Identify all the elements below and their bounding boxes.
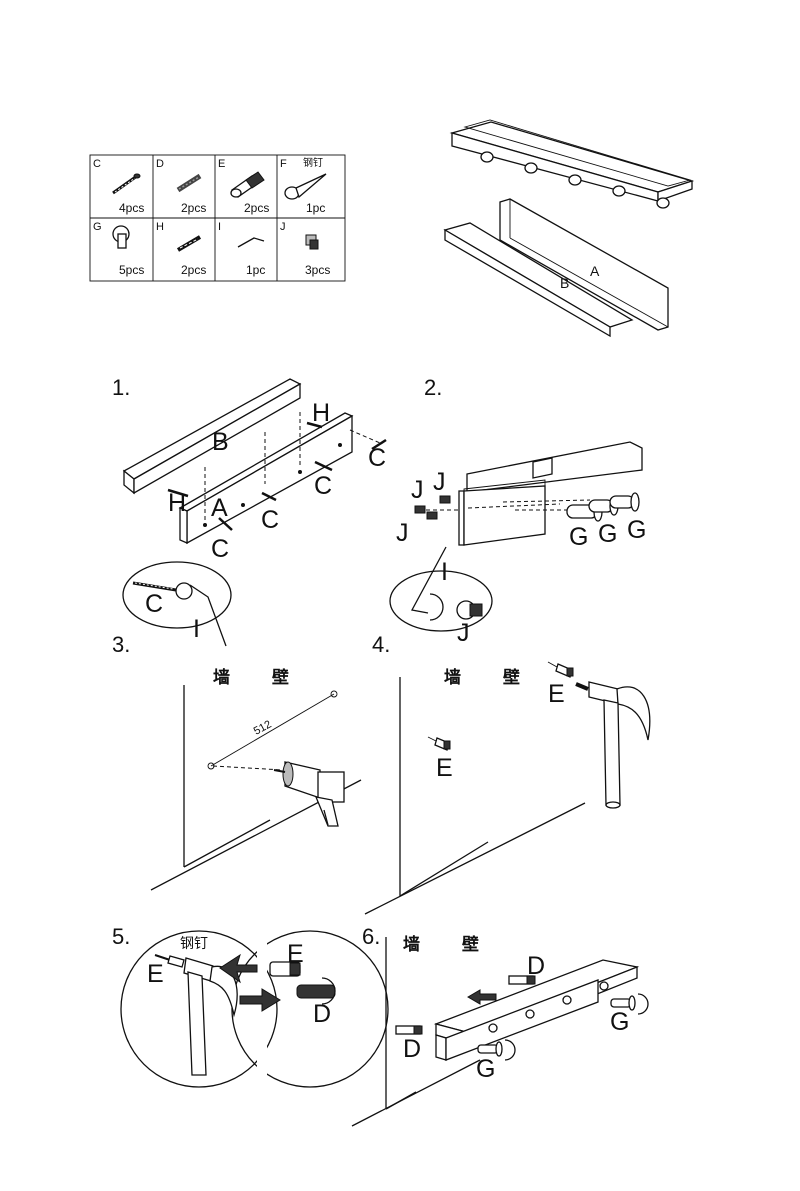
part-qty-c: 4pcs	[119, 201, 144, 215]
step1-detail-label-c: C	[145, 590, 163, 618]
step2-label-j3: J	[396, 519, 409, 547]
step3-wall-text: 墙 壁	[213, 667, 307, 688]
step3-dimension: 512	[252, 718, 274, 737]
step2-label-g1: G	[569, 523, 588, 551]
step-3-illustration: 墙 壁 512	[150, 667, 362, 891]
step6-label-d-left: D	[403, 1035, 421, 1063]
overview-label-a: A	[590, 263, 600, 279]
step1-label-h-top: H	[312, 399, 330, 427]
step-1-illustration: B A H H C C C C C I	[122, 378, 387, 647]
overview-shelf: A B	[443, 119, 695, 338]
parts-table: C 4pcs D 2pcs E 2pcs F 钢钉 1pc G 5pcs H 2…	[89, 154, 346, 282]
step2-detail-label-i: I	[441, 558, 448, 586]
step1-label-c1: C	[368, 444, 386, 472]
step1-label-c4: C	[211, 535, 229, 563]
step-6-illustration: 墙 壁 D D G	[351, 934, 649, 1127]
step-4-illustration: 墙 壁 E E	[364, 661, 651, 915]
hammer-icon-step5	[183, 957, 238, 1076]
step6-wall-text: 墙 壁	[403, 934, 497, 955]
screw-c-icon	[112, 173, 141, 195]
step-number-1: 1.	[112, 375, 130, 400]
step4-label-e-left: E	[436, 754, 453, 782]
step-2-illustration: J J J G G G I J	[389, 441, 646, 647]
step6-label-g-right: G	[610, 1008, 629, 1036]
step2-label-g2: G	[598, 520, 617, 548]
part-qty-d: 2pcs	[181, 201, 206, 215]
part-qty-i: 1pc	[246, 263, 265, 277]
step2-detail-label-j: J	[457, 619, 470, 647]
step1-label-a: A	[211, 494, 228, 522]
part-qty-j: 3pcs	[305, 263, 330, 277]
part-code-g: G	[93, 221, 102, 233]
step5-label-d: D	[313, 1000, 331, 1028]
part-code-c: C	[93, 158, 101, 170]
step4-wall-text: 墙 壁	[444, 667, 538, 688]
step1-detail-label-i: I	[193, 615, 200, 643]
step-5-illustration: 钢钉 E E D	[120, 930, 389, 1088]
part-code-j: J	[280, 221, 286, 233]
step-number-6: 6.	[362, 924, 380, 949]
part-code-i: I	[218, 221, 221, 233]
step6-label-g-bottom: G	[476, 1055, 495, 1083]
step-number-5: 5.	[112, 924, 130, 949]
step5-label-e-right: E	[287, 940, 304, 968]
step2-label-j2: J	[433, 468, 446, 496]
part-note-f: 钢钉	[303, 156, 323, 169]
anchor-d-icon	[176, 173, 202, 193]
drill-icon	[273, 761, 345, 827]
step4-label-e-right: E	[548, 680, 565, 708]
part-qty-e: 2pcs	[244, 201, 269, 215]
step-number-3: 3.	[112, 632, 130, 657]
step1-label-h-left: H	[168, 489, 186, 517]
step2-label-j1: J	[411, 476, 424, 504]
part-code-h: H	[156, 221, 164, 233]
hammer-icon	[575, 681, 651, 809]
part-code-e: E	[218, 158, 225, 170]
bolt-j-icon	[305, 234, 319, 250]
part-qty-f: 1pc	[306, 201, 325, 215]
step2-label-g3: G	[627, 516, 646, 544]
overview-label-b: B	[560, 275, 569, 291]
nail-f-icon	[284, 173, 327, 200]
part-code-d: D	[156, 158, 164, 170]
anchor-e-icon	[230, 171, 265, 198]
part-qty-g: 5pcs	[119, 263, 144, 277]
step-number-4: 4.	[372, 632, 390, 657]
peg-g-icon	[112, 225, 130, 249]
step5-label-e-left: E	[147, 960, 164, 988]
step-number-2: 2.	[424, 375, 442, 400]
step6-label-d-top: D	[527, 952, 545, 980]
step5-nail-text: 钢钉	[180, 936, 208, 952]
step1-label-c3: C	[261, 506, 279, 534]
step1-label-c2: C	[314, 472, 332, 500]
part-code-f: F	[280, 158, 287, 170]
allen-key-i-icon	[237, 237, 265, 248]
step1-label-b: B	[212, 428, 229, 456]
dowel-h-icon	[176, 235, 202, 252]
part-qty-h: 2pcs	[181, 263, 206, 277]
